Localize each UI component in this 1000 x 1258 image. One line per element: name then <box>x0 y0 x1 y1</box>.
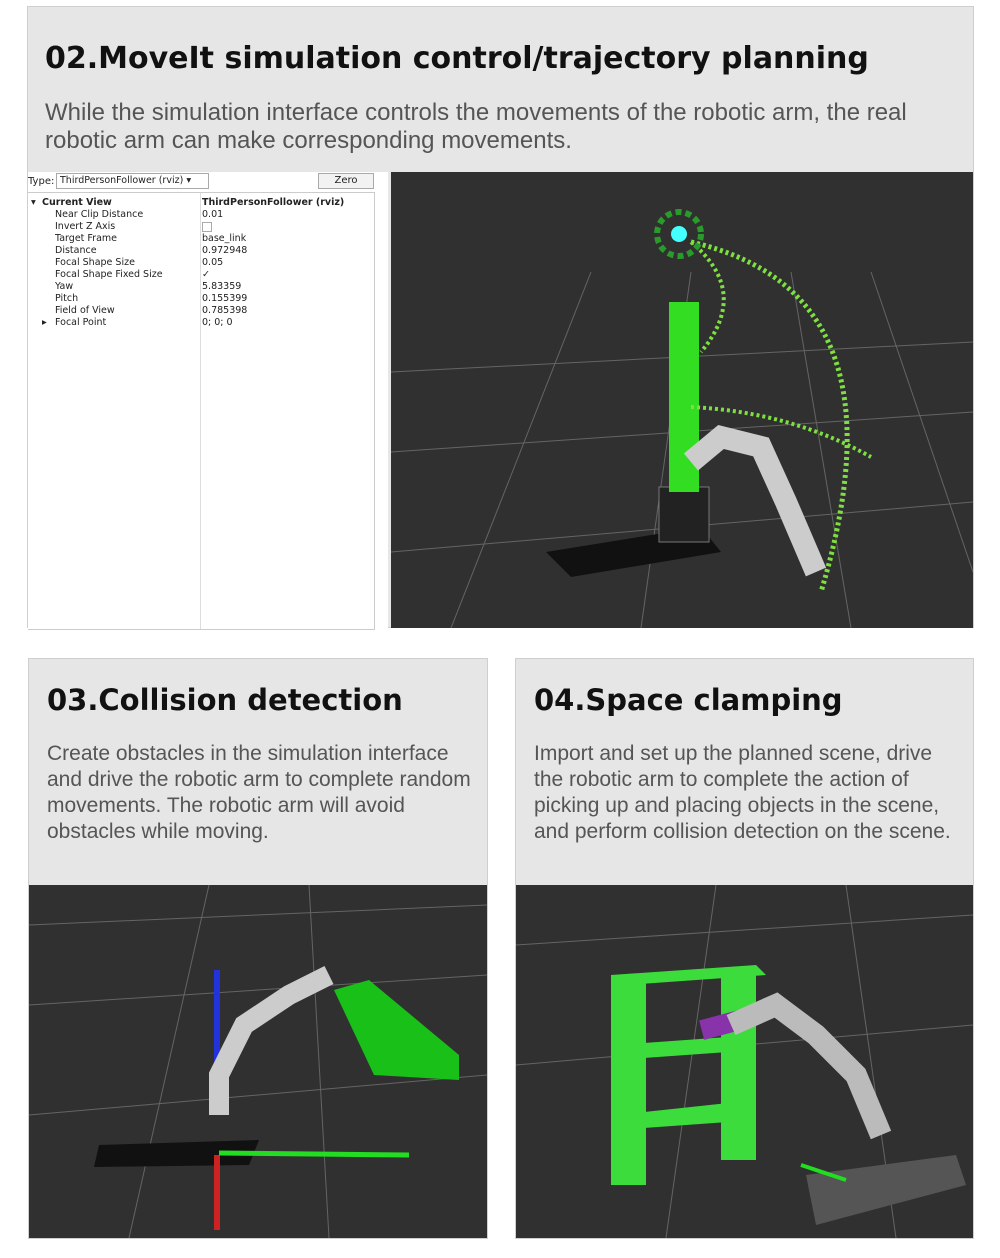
section-description: While the simulation interface controls … <box>45 99 907 154</box>
property-label: Distance <box>55 245 97 256</box>
clamping-viewport[interactable] <box>516 885 973 1238</box>
property-label: Focal Point <box>55 317 107 328</box>
expand-icon: ▸ <box>42 317 47 328</box>
tree-row[interactable]: ▸ Focal Point 0; 0; 0 <box>28 317 373 329</box>
property-value: 0.155399 <box>202 293 248 304</box>
property-value: base_link <box>202 233 247 244</box>
tree-row[interactable]: Focal Shape Size 0.05 <box>28 257 373 269</box>
trajectory-scene <box>391 209 973 628</box>
property-label: Yaw <box>55 281 74 292</box>
property-label: Field of View <box>55 305 115 316</box>
type-dropdown[interactable]: ThirdPersonFollower (rviz) ▾ <box>56 173 209 189</box>
section-description: Create obstacles in the simulation inter… <box>47 742 471 843</box>
property-value: 0; 0; 0 <box>202 317 233 328</box>
section-space-clamping: 04.Space clamping Import and set up the … <box>515 658 974 1239</box>
property-value: 0.05 <box>202 257 224 268</box>
section-description: Import and set up the planned scene, dri… <box>534 742 951 843</box>
obstacle-box <box>334 980 459 1080</box>
interactive-marker <box>654 209 704 259</box>
invert-z-checkbox[interactable] <box>202 222 212 232</box>
property-label: Invert Z Axis <box>55 221 116 232</box>
section-title: 03.Collision detection <box>47 683 403 717</box>
robot-arm <box>726 992 892 1140</box>
rviz-views-panel: Type: ThirdPersonFollower (rviz) ▾ Zero … <box>28 172 388 630</box>
section-title: 04.Space clamping <box>534 683 843 717</box>
property-value: ✓ <box>202 269 210 280</box>
collision-scene <box>29 885 487 1238</box>
type-value: ThirdPersonFollower (rviz) <box>60 175 184 186</box>
shelf <box>611 965 766 1185</box>
tree-row[interactable]: Invert Z Axis <box>28 221 373 233</box>
collision-viewport[interactable] <box>29 885 487 1238</box>
expand-icon: ▾ <box>31 197 36 208</box>
robot-arm <box>209 966 334 1115</box>
rviz-3d-viewport[interactable] <box>391 172 973 628</box>
clamping-scene <box>516 885 973 1238</box>
tree-row[interactable]: Distance 0.972948 <box>28 245 373 257</box>
property-value: 0.785398 <box>202 305 248 316</box>
property-label: Focal Shape Fixed Size <box>55 269 163 280</box>
type-label: Type: <box>28 176 55 187</box>
tree-row[interactable]: Yaw 5.83359 <box>28 281 373 293</box>
zero-button[interactable]: Zero <box>318 173 374 189</box>
section-moveit: 02.MoveIt simulation control/trajectory … <box>27 6 974 630</box>
property-label: Pitch <box>55 293 79 304</box>
property-label: Focal Shape Size <box>55 257 135 268</box>
tree-row[interactable]: Target Frame base_link <box>28 233 373 245</box>
section-title: 02.MoveIt simulation control/trajectory … <box>45 41 869 76</box>
property-value: 0.01 <box>202 209 224 220</box>
property-value: 0.972948 <box>202 245 248 256</box>
tree-row[interactable]: Focal Shape Fixed Size ✓ <box>28 269 373 281</box>
tree-row[interactable]: Field of View 0.785398 <box>28 305 373 317</box>
chevron-down-icon: ▾ <box>186 175 192 186</box>
property-value: 5.83359 <box>202 281 242 292</box>
tree-row[interactable]: Pitch 0.155399 <box>28 293 373 305</box>
property-label: Target Frame <box>55 233 118 244</box>
tree-row[interactable]: Near Clip Distance 0.01 <box>28 209 373 221</box>
section-collision: 03.Collision detection Create obstacles … <box>28 658 488 1239</box>
robot-arm-current <box>683 424 827 577</box>
property-label: Near Clip Distance <box>55 209 144 220</box>
